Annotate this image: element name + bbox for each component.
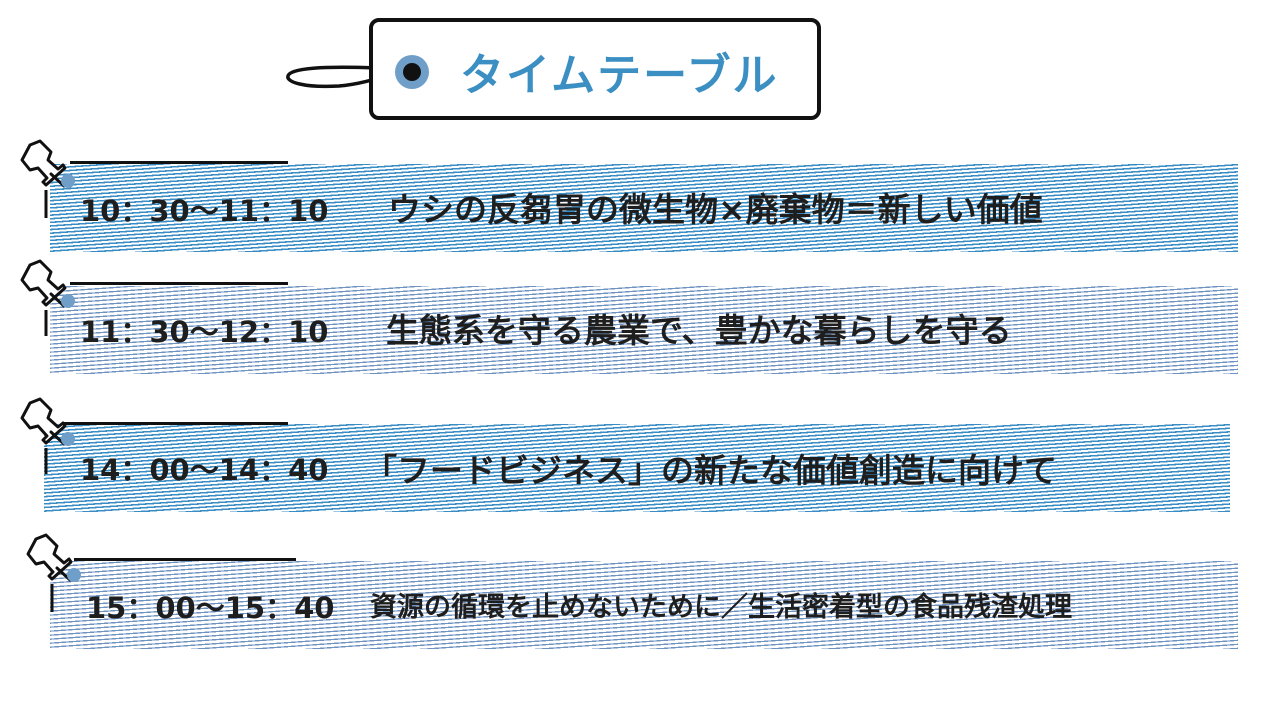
page-title: タイムテーブル bbox=[460, 50, 779, 101]
row-top-line bbox=[70, 161, 288, 164]
row-top-line bbox=[64, 422, 288, 425]
title-tag: タイムテーブル bbox=[284, 16, 829, 126]
push-pin-icon bbox=[20, 397, 75, 474]
tag-hole-icon bbox=[395, 55, 429, 89]
schedule-row: 11：30～12：10 生態系を守る農業で、豊かな暮らしを守る bbox=[0, 259, 1280, 410]
session-time: 14：00～14：40 bbox=[80, 453, 329, 487]
row-band bbox=[50, 164, 1238, 252]
session-time: 10：30～11：10 bbox=[80, 194, 329, 228]
row-band bbox=[50, 286, 1238, 374]
session-title: 生態系を守る農業で、豊かな暮らしを守る bbox=[386, 311, 1012, 350]
push-pin-icon bbox=[20, 139, 75, 218]
row-band bbox=[50, 561, 1238, 649]
row-band bbox=[44, 424, 1230, 512]
row-top-line bbox=[74, 558, 296, 561]
session-time: 11：30～12：10 bbox=[80, 315, 329, 349]
session-title: ウシの反芻胃の微生物×廃棄物＝新しい価値 bbox=[388, 190, 1043, 229]
title-box bbox=[369, 18, 821, 120]
session-time: 15：00～15：40 bbox=[86, 591, 335, 625]
schedule-row: 14：00～14：40 「フードビジネス」の新たな価値創造に向けて bbox=[0, 397, 1280, 548]
session-title: 「フードビジネス」の新たな価値創造に向けて bbox=[364, 451, 1057, 490]
session-title: 資源の循環を止めないために／生活密着型の食品残渣処理 bbox=[370, 592, 1072, 623]
schedule-row: 15：00～15：40 資源の循環を止めないために／生活密着型の食品残渣処理 bbox=[0, 533, 1280, 684]
push-pin-icon bbox=[20, 259, 75, 336]
row-top-line bbox=[70, 282, 288, 285]
push-pin-icon bbox=[26, 533, 81, 612]
schedule-row: 10：30～11：10 ウシの反芻胃の微生物×廃棄物＝新しい価値 bbox=[0, 139, 1280, 290]
